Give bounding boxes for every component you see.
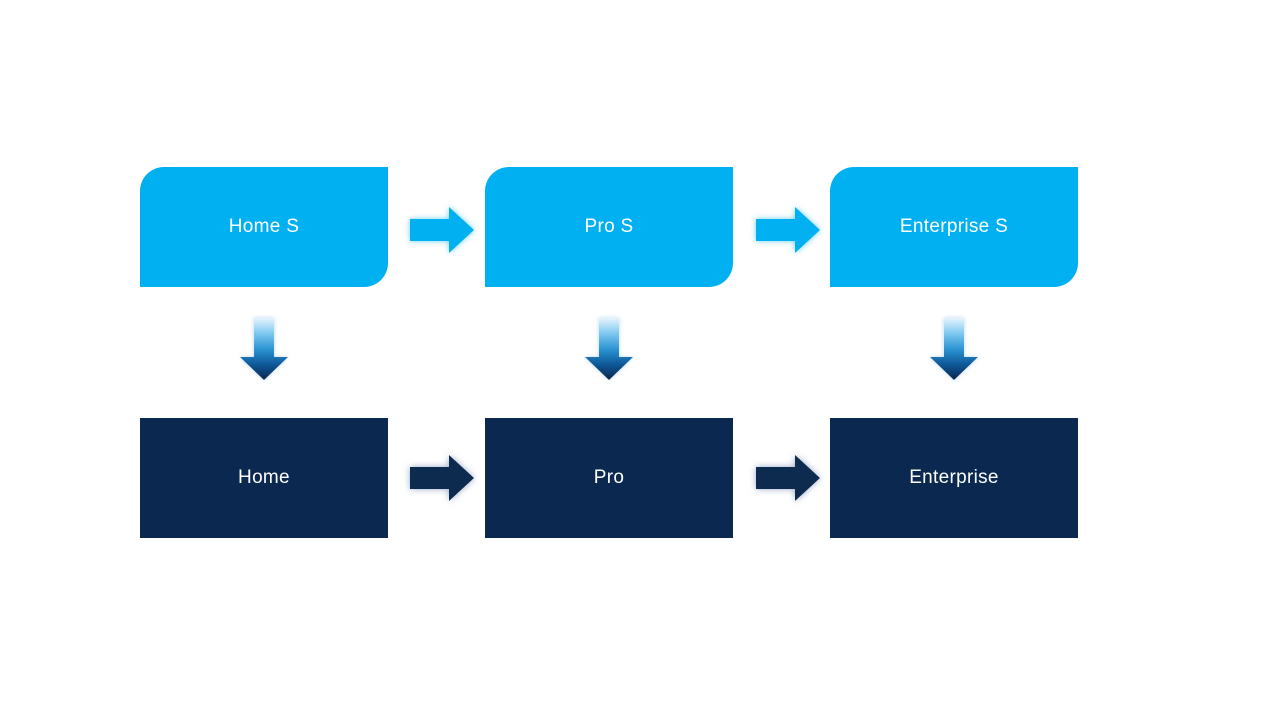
right-arrow-icon [756,207,820,253]
node-bottom-pro: Pro [485,418,733,538]
down-arrow-icon [930,318,978,380]
right-arrow-icon [410,455,474,501]
node-bottom-enterprise: Enterprise [830,418,1078,538]
node-label: Home [238,466,290,488]
node-top-enterprise-s: Enterprise S [830,167,1078,287]
node-label: Home S [228,215,300,237]
node-label: Pro [593,466,625,488]
node-label: Enterprise [909,466,999,488]
node-label: Enterprise S [899,215,1009,237]
right-arrow-icon [410,207,474,253]
node-top-home-s: Home S [140,167,388,287]
down-arrow-icon [240,318,288,380]
node-bottom-home: Home [140,418,388,538]
down-arrow-icon [585,318,633,380]
right-arrow-icon [756,455,820,501]
node-top-pro-s: Pro S [485,167,733,287]
node-label: Pro S [584,215,634,237]
